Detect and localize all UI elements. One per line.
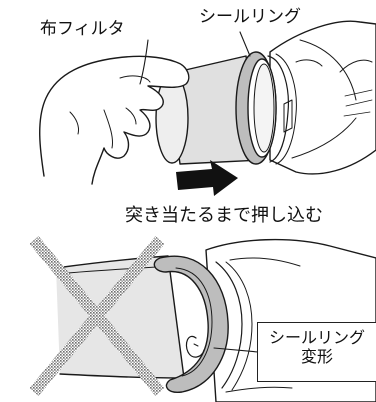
seal-ring-label: シールリング <box>199 7 301 27</box>
seal-ring-top <box>235 51 277 165</box>
seal-ring-bottom <box>153 255 229 394</box>
callout-line-1: シールリング <box>268 328 365 347</box>
deformation-callout: シールリング 変形 <box>257 322 376 382</box>
cross-mark-icon <box>29 236 165 396</box>
deformation-bump <box>185 335 205 358</box>
right-arrow-icon <box>176 160 238 196</box>
hand <box>39 55 190 185</box>
top-scene <box>39 20 376 185</box>
push-instruction: 突き当たるまで押し込む <box>125 205 323 226</box>
vacuum-body-top <box>269 20 376 175</box>
cloth-filter-bottom <box>55 255 185 379</box>
callout-line-2: 変形 <box>300 346 333 366</box>
cloth-filter-label: 布フィルタ <box>40 19 125 39</box>
